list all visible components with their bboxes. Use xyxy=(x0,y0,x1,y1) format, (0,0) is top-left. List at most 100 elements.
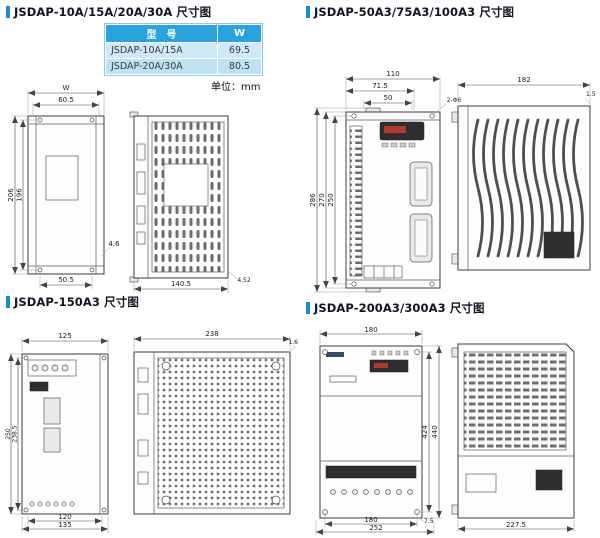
mounting-hole xyxy=(37,267,43,273)
terminal-block xyxy=(363,265,403,279)
dim-label-238: 238 xyxy=(205,330,218,338)
mounting-hole xyxy=(23,507,29,513)
terminal-screw xyxy=(37,501,43,507)
model-cell: JSDAP-10A/15A xyxy=(105,42,218,59)
drawing-10a-30a: W 60.5 206 196 50.5 4.6 xyxy=(7,84,251,293)
display-digits xyxy=(384,126,406,133)
dim-label-206: 206 xyxy=(7,188,15,202)
model-width-table: 型 号 W JSDAP-10A/15A 69.5 JSDAP-20A/30A 8… xyxy=(104,23,263,76)
dim-label-424: 424 xyxy=(421,425,429,439)
dim-label-120: 120 xyxy=(58,513,71,521)
nameplate xyxy=(163,163,209,207)
terminal-screw xyxy=(51,364,59,372)
indicator-led xyxy=(395,350,401,356)
connector-cn2 xyxy=(43,427,61,453)
keypad-button xyxy=(408,142,416,148)
dim-label-440: 440 xyxy=(431,425,439,438)
mounting-hole xyxy=(101,507,107,513)
section-jsdap-200a3-300a3: JSDAP-200A3/300A3 尺寸图 xyxy=(306,300,600,536)
connector-cutout xyxy=(136,205,146,225)
display-unit xyxy=(29,381,49,392)
dim-label-135: 135 xyxy=(58,521,71,529)
connector-cutout xyxy=(136,143,146,161)
dim-label-250: 250 xyxy=(327,193,335,206)
section-title: JSDAP-150A3 尺寸图 xyxy=(14,295,139,309)
vent-area xyxy=(464,352,566,450)
front-view: 180 424 440 180 252 7.5 xyxy=(315,326,442,535)
dim-label-180-bottom: 180 xyxy=(364,516,377,524)
capacitor-cover xyxy=(543,231,575,259)
section-accent-bar xyxy=(306,6,310,18)
mounting-hole xyxy=(351,113,357,119)
connector-cutout xyxy=(137,393,149,415)
terminal-screw xyxy=(330,489,336,495)
section-jsdap-150a3: JSDAP-150A3 尺寸图 xyxy=(5,294,300,534)
mounting-tab xyxy=(451,504,459,515)
connector-cutout xyxy=(136,231,146,245)
dim-label-238-5: 238.5 xyxy=(12,425,19,442)
keypad-button xyxy=(381,142,389,148)
indicator-led xyxy=(379,350,385,356)
mounting-hole xyxy=(322,349,328,355)
model-cell: JSDAP-20A/30A xyxy=(105,58,218,75)
width-cell: 69.5 xyxy=(217,42,262,59)
vent-area xyxy=(158,358,284,508)
screw-hole xyxy=(161,495,171,505)
mounting-hole xyxy=(414,509,420,515)
dim-label-50: 50 xyxy=(384,94,393,102)
terminal-screw xyxy=(352,489,358,495)
terminal-screw xyxy=(53,501,59,507)
table-row: JSDAP-10A/15A 69.5 xyxy=(105,42,262,59)
section-jsdap-50a3-100a3: JSDAP-50A3/75A3/100A3 尺寸图 xyxy=(306,4,600,296)
dim-label-270: 270 xyxy=(318,193,326,206)
section-header: JSDAP-200A3/300A3 尺寸图 xyxy=(306,300,485,316)
mounting-hole xyxy=(101,355,107,361)
vent-strip xyxy=(350,126,362,276)
body-outline xyxy=(319,345,423,519)
mounting-hole xyxy=(322,509,328,515)
front-view: W 60.5 206 196 50.5 4.6 xyxy=(7,84,120,289)
dim-label-125: 125 xyxy=(58,332,71,340)
connector-cutout xyxy=(136,171,146,195)
mounting-hole xyxy=(89,117,95,123)
terminal-screw xyxy=(69,501,75,507)
dim-label-60-5: 60.5 xyxy=(58,96,74,104)
dim-label-250: 250 xyxy=(5,428,12,440)
indicator-led xyxy=(371,350,377,356)
front-view: 110 71.5 50 2-Φ6 286 270 xyxy=(309,70,461,293)
screw-hole xyxy=(161,361,171,371)
body-outline xyxy=(27,115,105,275)
side-view: 227.5 xyxy=(451,343,575,532)
terminal-screw xyxy=(407,489,413,495)
connector-cutout xyxy=(137,439,149,457)
mounting-tab xyxy=(451,111,459,123)
mounting-hole xyxy=(351,281,357,287)
mounting-hole xyxy=(23,355,29,361)
side-view: 140.5 4.52 xyxy=(129,111,251,293)
table-header-row: 型 号 W xyxy=(105,24,262,43)
drawing-200a3-300a3: 180 424 440 180 252 7.5 xyxy=(315,326,575,535)
dim-label-252: 252 xyxy=(369,524,382,532)
col-header-model: 型 号 xyxy=(105,24,218,43)
terminal-screw xyxy=(61,364,69,372)
dim-label-196: 196 xyxy=(16,188,24,202)
side-view: 238 1.6 xyxy=(133,330,298,515)
terminal-screw xyxy=(41,364,49,372)
dim-label-140-5: 140.5 xyxy=(171,280,191,288)
mounting-hole xyxy=(414,349,420,355)
section-accent-bar xyxy=(306,302,310,314)
dim-label-w: W xyxy=(63,84,70,92)
dim-label-71-5: 71.5 xyxy=(372,82,388,90)
dim-label-110: 110 xyxy=(386,70,399,78)
width-cell: 80.5 xyxy=(217,58,262,75)
dim-label-180-top: 180 xyxy=(364,326,377,334)
col-header-w: W xyxy=(217,24,262,43)
screw-hole xyxy=(271,361,281,371)
terminal-screw xyxy=(29,501,35,507)
section-title: JSDAP-50A3/75A3/100A3 尺寸图 xyxy=(314,5,515,19)
terminal-screw xyxy=(396,489,402,495)
terminal-block xyxy=(27,359,77,377)
indicator-led xyxy=(387,350,393,356)
label-strip xyxy=(465,473,497,493)
keypad-button xyxy=(390,142,398,148)
